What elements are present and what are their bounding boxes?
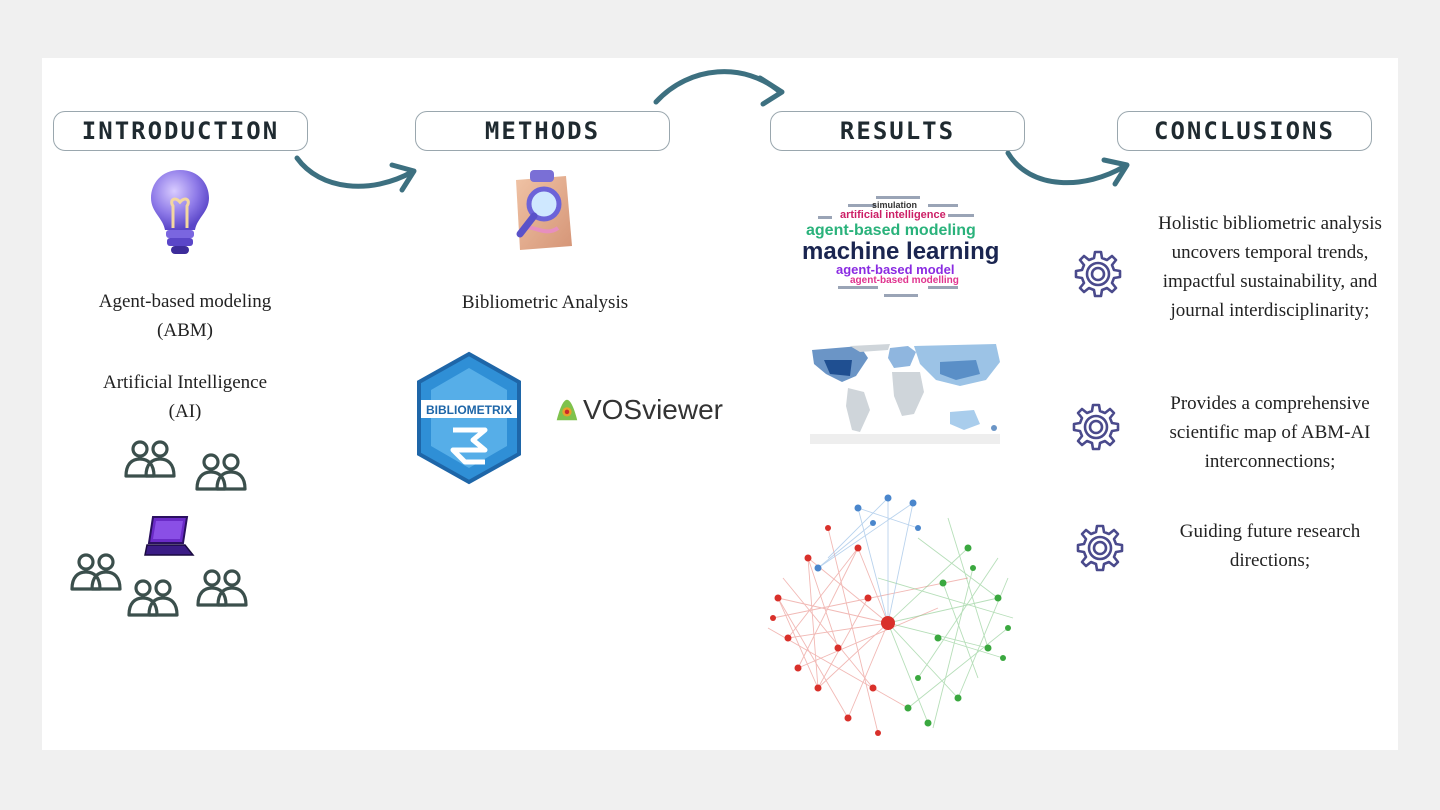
arrow-intro-to-methods-head <box>389 162 417 193</box>
gear-icon <box>1076 524 1124 572</box>
wordcloud-word: machine learning <box>802 238 1000 265</box>
conclusion-1-line: impactful sustainability, and <box>1162 271 1378 292</box>
conclusion-2-line: Provides a comprehensive <box>1170 393 1370 414</box>
wordcloud-word: artificial intelligence <box>840 209 946 221</box>
arrow-results-to-conclusions-head <box>1101 157 1130 187</box>
diagram-panel <box>42 58 1398 750</box>
ai-label-line1: Artificial Intelligence <box>102 372 268 393</box>
conclusion-1-line: journal interdisciplinarity; <box>1170 300 1370 321</box>
conclusion-3-line: directions; <box>1229 550 1311 571</box>
abm-label-line2: (ABM) <box>157 320 213 341</box>
conclusion-1-line: uncovers temporal trends, <box>1171 242 1369 263</box>
world-map-chart <box>810 344 1000 444</box>
section-introduction: INTRODUCTION <box>53 111 308 151</box>
cooccurrence-network <box>767 494 1014 736</box>
clipboard-magnifier-icon <box>516 170 572 250</box>
arrow-intro-to-methods <box>294 155 415 189</box>
ai-label: Artificial Intelligence (AI) <box>60 368 310 426</box>
vosviewer-mark-icon <box>556 399 578 421</box>
section-results-label: RESULTS <box>839 117 956 145</box>
conclusion-1: Holistic bibliometric analysis uncovers … <box>1140 209 1400 325</box>
wordcloud-word: agent-based model <box>836 262 955 277</box>
section-results: RESULTS <box>770 111 1025 151</box>
abm-label-line1: Agent-based modeling <box>98 291 272 312</box>
conclusion-2-line: scientific map of ABM-AI <box>1169 422 1371 443</box>
vosviewer-logo: VOSviewer <box>553 390 723 430</box>
conclusion-2: Provides a comprehensive scientific map … <box>1140 389 1400 476</box>
lightbulb-icon <box>151 170 209 254</box>
ai-label-line2: (AI) <box>168 401 202 422</box>
bibliometrix-logo: BIBLIOMETRIX <box>417 351 521 485</box>
section-methods: METHODS <box>415 111 670 151</box>
vosviewer-logo-text: VOSviewer <box>582 394 723 425</box>
keyword-wordcloud: simulation artificial intelligence agent… <box>798 190 1000 302</box>
wordcloud-filler <box>818 196 974 297</box>
wordcloud-word: simulation <box>872 200 918 210</box>
gear-icon <box>1072 403 1120 451</box>
section-introduction-label: INTRODUCTION <box>81 117 280 145</box>
section-conclusions-label: CONCLUSIONS <box>1154 117 1335 145</box>
wordcloud-word: agent-based modeling <box>806 222 976 239</box>
conclusion-1-line: Holistic bibliometric analysis <box>1158 213 1382 234</box>
gear-icon <box>1074 250 1122 298</box>
wordcloud-word: agent-based modelling <box>850 275 959 286</box>
arrow-methods-to-results-head <box>757 75 785 107</box>
section-conclusions: CONCLUSIONS <box>1117 111 1372 151</box>
bibliometric-analysis-label: Bibliometric Analysis <box>461 292 629 313</box>
abm-label: Agent-based modeling (ABM) <box>60 287 310 345</box>
conclusion-2-line: interconnections; <box>1204 451 1336 472</box>
laptop-icon <box>144 516 195 556</box>
conclusion-3-line: Guiding future research <box>1179 521 1361 542</box>
section-methods-label: METHODS <box>484 117 601 145</box>
conclusion-3: Guiding future research directions; <box>1140 517 1400 575</box>
bibliometrix-logo-text: BIBLIOMETRIX <box>426 403 512 417</box>
arrow-results-to-conclusions <box>1005 150 1128 186</box>
